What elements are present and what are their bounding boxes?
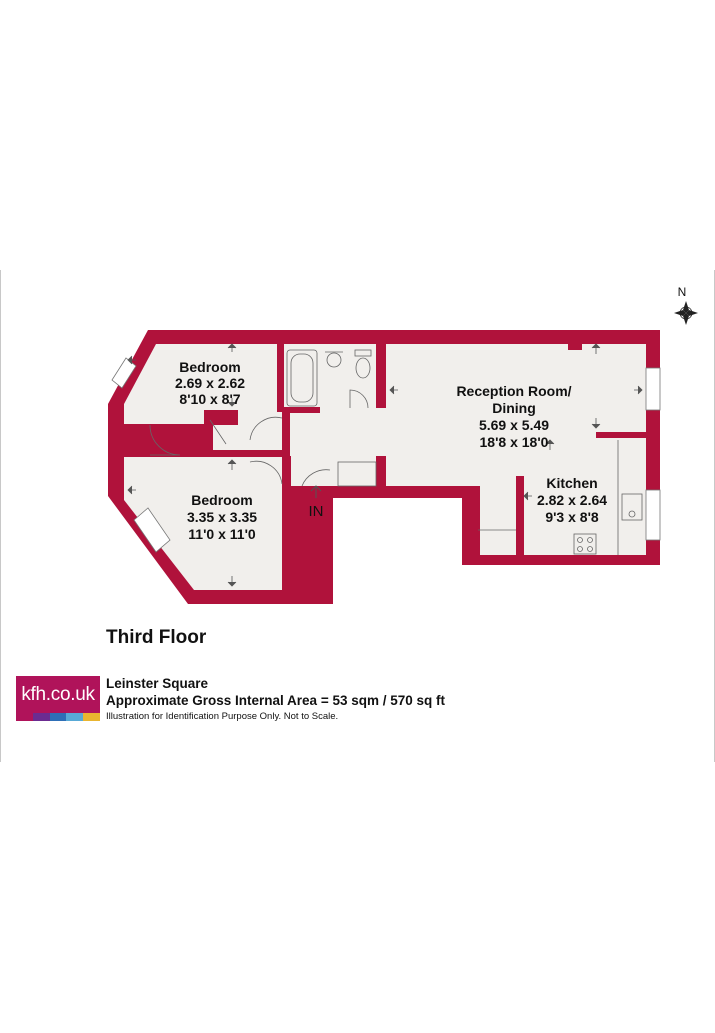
- room-metric: 2.69 x 2.62: [175, 375, 245, 391]
- logo-bar: [66, 713, 84, 721]
- room-name: Reception Room/: [456, 383, 571, 399]
- room-metric: 5.69 x 5.49: [479, 417, 549, 433]
- fixtures: [286, 349, 643, 555]
- street-name: Leinster Square: [106, 676, 209, 691]
- entrance-label: IN: [309, 503, 324, 520]
- room-imperial: 8'10 x 8'7: [179, 391, 240, 407]
- logo-bar: [83, 713, 100, 721]
- room-name: Bedroom: [191, 492, 252, 508]
- kfh-logo: kfh.co.uk: [16, 676, 100, 721]
- room-label-bedroom-top: Bedroom 2.69 x 2.62 8'10 x 8'7: [175, 359, 245, 407]
- room-imperial: 11'0 x 11'0: [188, 526, 256, 542]
- room-label-kitchen: Kitchen 2.82 x 2.64 9'3 x 8'8: [537, 475, 607, 525]
- interior-walls: [124, 340, 646, 598]
- room-name: Bedroom: [179, 359, 240, 375]
- logo-bar: [32, 713, 50, 721]
- dimension-markers: [127, 343, 643, 587]
- compass-icon: [674, 301, 698, 325]
- gross-internal-area: Approximate Gross Internal Area = 53 sqm…: [106, 693, 445, 708]
- room-label-bedroom-bottom: Bedroom 3.35 x 3.35 11'0 x 11'0: [187, 492, 257, 542]
- room-name: Kitchen: [546, 475, 597, 491]
- room-name-line2: Dining: [492, 400, 536, 416]
- room-label-reception: Reception Room/ Dining 5.69 x 5.49 18'8 …: [456, 383, 571, 450]
- room-imperial: 18'8 x 18'0: [480, 434, 549, 450]
- room-metric: 3.35 x 3.35: [187, 509, 257, 525]
- logo-bar: [49, 713, 67, 721]
- windows: [111, 357, 661, 553]
- room-imperial: 9'3 x 8'8: [545, 509, 599, 525]
- logo-color-bars: [16, 713, 100, 721]
- logo-text: kfh.co.uk: [16, 676, 100, 713]
- room-metric: 2.82 x 2.64: [537, 492, 607, 508]
- disclaimer: Illustration for Identification Purpose …: [106, 711, 339, 722]
- property-info: Leinster Square Approximate Gross Intern…: [106, 676, 445, 724]
- floor-title: Third Floor: [106, 627, 207, 648]
- logo-bar: [16, 713, 33, 721]
- doors: [149, 389, 369, 487]
- left-page-edge: [0, 270, 1, 762]
- compass-north-label: N: [678, 285, 687, 299]
- entrance-arrow: [310, 485, 322, 498]
